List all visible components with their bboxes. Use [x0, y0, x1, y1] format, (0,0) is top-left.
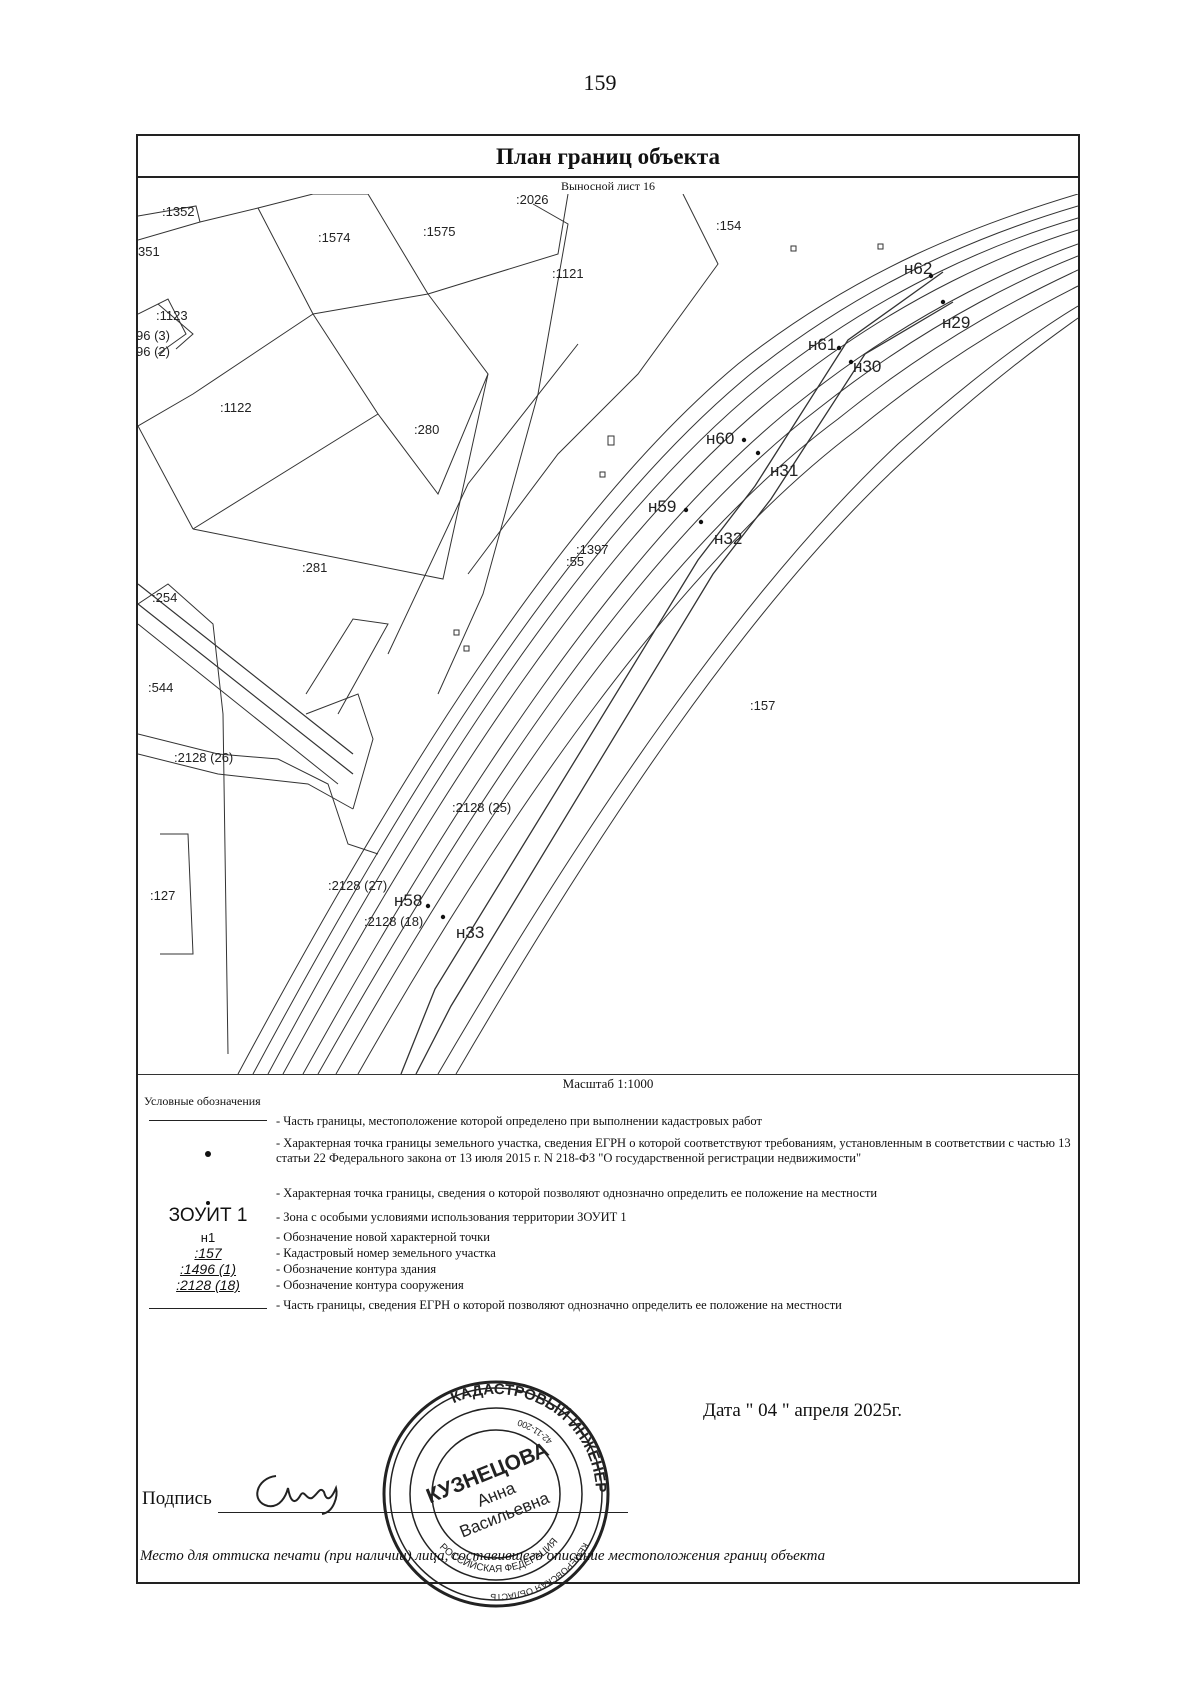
parcel-label: 96 (2) — [138, 344, 170, 359]
legend-text: - Обозначение контура здания — [276, 1262, 437, 1276]
parcel-label: :1122 — [220, 400, 252, 415]
page-number: 159 — [583, 70, 617, 95]
parcel-boundaries — [138, 194, 1078, 1074]
cadastral-map-svg: :1352 351 :1574 :1575 :2026 :154 :1121 :… — [138, 194, 1078, 1074]
legend-symbol-building-contour: :1496 (1) — [179, 1261, 237, 1277]
legend-symbol-parcel-number: :157 — [194, 1245, 222, 1261]
legend-row: :1496 (1) - Обозначение контура здания — [146, 1262, 1076, 1278]
date: Дата " 04 " апреля 2025г. — [703, 1400, 903, 1421]
legend-row: - Характерная точка границы, сведения о … — [146, 1182, 1076, 1208]
legend-symbol-zone: ЗОУИТ 1 — [168, 1205, 248, 1226]
parcel-label: :1397 — [576, 542, 609, 557]
cadastral-map: :1352 351 :1574 :1575 :2026 :154 :1121 :… — [138, 194, 1078, 1075]
legend-row: - Часть границы, сведения ЕГРН о которой… — [146, 1294, 1076, 1314]
legend-row: ЗОУИТ 1 - Зона с особыми условиями испол… — [146, 1205, 1076, 1230]
legend-symbol-thin-line — [146, 1294, 270, 1313]
legend-row: - Часть границы, местоположение которой … — [146, 1110, 1076, 1132]
parcel-label: :1574 — [318, 230, 351, 245]
boundary-plan-frame: План границ объекта Выносной лист 16 — [136, 134, 1080, 1608]
legend: - Часть границы, местоположение которой … — [146, 1110, 1076, 1314]
parcel-label: :154 — [716, 218, 741, 233]
stamp-note: Место для оттиска печати (при наличии) л… — [140, 1548, 826, 1564]
parcel-label: :280 — [414, 422, 439, 437]
legend-symbol-small-point — [146, 1182, 270, 1209]
point-label: н58 — [394, 891, 422, 910]
parcel-label: :1123 — [156, 308, 188, 323]
point-label: н62 — [904, 259, 932, 278]
legend-row: :157 - Кадастровый номер земельного учас… — [146, 1246, 1076, 1262]
parcel-label: :157 — [750, 698, 775, 713]
legend-title: Условные обозначения — [144, 1094, 261, 1108]
parcel-label: :127 — [150, 888, 175, 903]
legend-row: - Характерная точка границы земельного у… — [146, 1132, 1076, 1182]
legend-text: - Зона с особыми условиями использования… — [276, 1210, 627, 1224]
legend-row: :2128 (18) - Обозначение контура сооруже… — [146, 1278, 1076, 1294]
signature-label: Подпись — [142, 1488, 212, 1509]
parcel-label: :2128 (26) — [174, 750, 233, 765]
plan-title: План границ объекта — [138, 136, 1078, 178]
parcel-label: :2128 (18) — [364, 914, 423, 929]
point-label: н32 — [714, 529, 742, 548]
legend-text: - Характерная точка границы, сведения о … — [276, 1186, 878, 1200]
surveyor-seal: КАДАСТРОВЫЙ ИНЖЕНЕР КЕМЕРОВСКАЯ ОБЛАСТЬ … — [376, 1374, 616, 1619]
parcel-label: :2026 — [516, 194, 549, 207]
legend-symbol-solid-line — [146, 1110, 270, 1125]
parcel-label: :544 — [148, 680, 173, 695]
parcel-label: 96 (3) — [138, 328, 170, 343]
legend-text: - Часть границы, местоположение которой … — [276, 1114, 762, 1128]
point-label: н31 — [770, 461, 798, 480]
legend-text: - Обозначение новой характерной точки — [276, 1230, 490, 1244]
parcel-label: :2128 (27) — [328, 878, 387, 893]
signature-line — [218, 1512, 628, 1513]
parcel-label: :254 — [152, 590, 177, 605]
parcel-label: :2128 (25) — [452, 800, 511, 815]
parcel-label: :1121 — [552, 266, 584, 281]
boundary-points — [425, 273, 946, 920]
point-label: н30 — [853, 357, 881, 376]
point-label: н33 — [456, 923, 484, 942]
parcel-label: :1575 — [423, 224, 456, 239]
parcel-label: :1352 — [162, 204, 195, 219]
point-label: н60 — [706, 429, 734, 448]
point-label: н61 — [808, 335, 836, 354]
handwritten-signature — [246, 1466, 356, 1521]
legend-text: - Обозначение контура сооружения — [276, 1278, 464, 1292]
sheet-label: Выносной лист 16 — [561, 179, 655, 193]
point-labels: н62 н29 н61 н30 н60 н31 н59 н32 н58 н33 — [394, 259, 970, 942]
legend-text: - Часть границы, сведения ЕГРН о которой… — [276, 1298, 842, 1312]
map-scale: Масштаб 1:1000 — [562, 1076, 654, 1091]
legend-row: н1 - Обозначение новой характерной точки — [146, 1230, 1076, 1246]
legend-text: - Кадастровый номер земельного участка — [276, 1246, 496, 1260]
point-label: н59 — [648, 497, 676, 516]
parcel-labels: :1352 351 :1574 :1575 :2026 :154 :1121 :… — [138, 194, 775, 929]
parcel-label: :281 — [302, 560, 327, 575]
legend-text: - Характерная точка границы земельного у… — [276, 1136, 1071, 1165]
point-label: н29 — [942, 313, 970, 332]
legend-symbol-structure-contour: :2128 (18) — [176, 1277, 240, 1293]
parcel-label: :55 — [566, 554, 584, 569]
parcel-label: 351 — [138, 244, 160, 259]
legend-symbol-new-point: н1 — [200, 1230, 216, 1245]
legend-symbol-large-point — [146, 1132, 270, 1161]
